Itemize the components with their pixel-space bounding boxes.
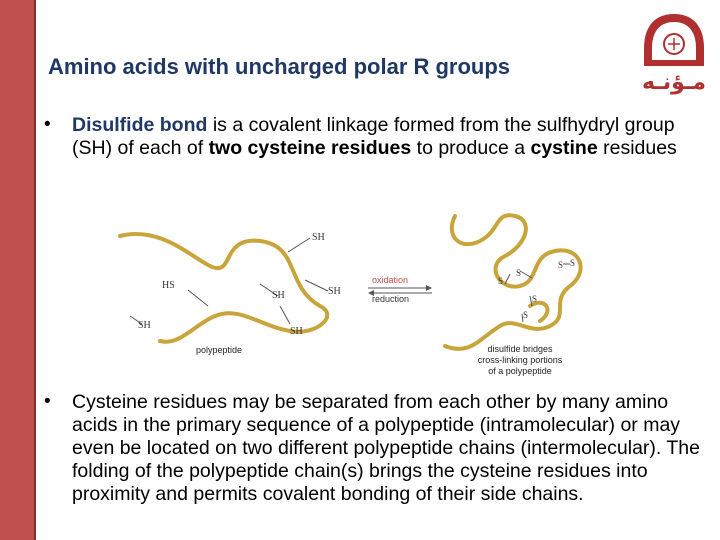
university-logo xyxy=(644,14,704,66)
text-segment: is a covalent linkage formed from the su… xyxy=(72,114,675,159)
label-sh-bottom-left: SH xyxy=(138,320,151,331)
left-accent-line xyxy=(34,0,36,540)
slide-title: Amino acids with uncharged polar R group… xyxy=(48,54,511,79)
bold-cystine: cystine xyxy=(530,137,598,159)
polypeptide-strand xyxy=(118,232,330,344)
left-accent-bar xyxy=(0,0,34,540)
caption-disulfide-2: cross-linking portions xyxy=(478,355,563,365)
bullet-disulfide-text: Disulfide bond is a covalent linkage for… xyxy=(72,114,712,160)
label-sh-right: SH xyxy=(328,286,341,297)
label-s6: S xyxy=(523,310,528,320)
label-s3: S xyxy=(558,260,563,270)
label-sh-mid: SH xyxy=(272,290,285,301)
label-hs-left: HS xyxy=(162,280,175,291)
bullet-marker: • xyxy=(44,114,51,135)
bold-two-cysteine: two cysteine residues xyxy=(208,137,412,159)
caption-disulfide-3: of a polypeptide xyxy=(488,366,552,376)
strand-loop xyxy=(528,300,550,323)
bullet-cysteine-text: Cysteine residues may be separated from … xyxy=(72,391,700,505)
logo-lettering: مـؤنـه xyxy=(641,70,707,95)
caption-polypeptide: polypeptide xyxy=(196,345,242,355)
label-s5: S xyxy=(532,294,537,304)
disulfide-figure: SH HS SH SH SH SH polypeptide oxidation … xyxy=(118,213,583,376)
label-reduction: reduction xyxy=(372,294,409,304)
text-segment: residues xyxy=(597,137,677,159)
reduction-arrowhead xyxy=(368,290,374,296)
folded-polypeptide-strand xyxy=(443,213,583,351)
oxidation-arrowhead xyxy=(426,285,432,291)
caption-disulfide-1: disulfide bridges xyxy=(487,344,553,354)
term-disulfide-bond: Disulfide bond xyxy=(72,114,208,136)
label-oxidation: oxidation xyxy=(372,275,408,285)
bullet-marker: • xyxy=(44,391,51,412)
label-sh-bottom: SH xyxy=(290,326,303,337)
label-s2: S xyxy=(516,268,521,278)
label-s1: S xyxy=(498,276,503,286)
label-s4: S xyxy=(570,258,575,268)
label-sh-top: SH xyxy=(312,232,325,243)
text-segment: to produce a xyxy=(411,137,531,159)
